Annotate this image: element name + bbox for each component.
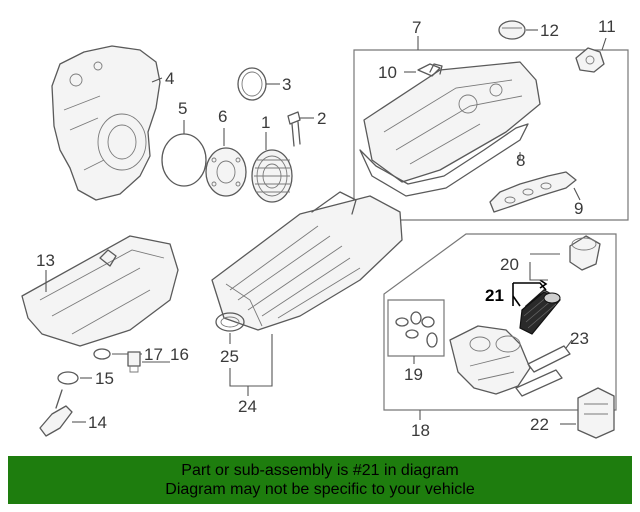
washer-17-part[interactable] <box>93 348 111 360</box>
callout-10: 10 <box>378 63 397 82</box>
spark-plug-seal-part[interactable] <box>489 171 577 213</box>
callout-23: 23 <box>570 329 589 348</box>
seal-kit-part[interactable] <box>395 311 438 348</box>
callout-2: 2 <box>317 109 326 128</box>
callout-24: 24 <box>238 397 257 416</box>
group-box-19 <box>387 299 445 357</box>
callout-5: 5 <box>178 99 187 118</box>
sensor-11-part[interactable] <box>575 47 605 73</box>
intake-manifold-part[interactable] <box>211 191 403 331</box>
manifold-seal-part[interactable] <box>215 312 245 332</box>
callout-25: 25 <box>220 347 239 366</box>
callout-22: 22 <box>530 415 549 434</box>
oil-pan-part[interactable] <box>21 235 179 347</box>
callout-11: 11 <box>598 17 616 36</box>
drain-plug-part[interactable] <box>127 351 141 373</box>
ring-15-part[interactable] <box>57 371 79 385</box>
oil-sensor-part[interactable] <box>39 389 73 437</box>
callout-4: 4 <box>165 69 174 88</box>
group-box-7 <box>353 49 629 221</box>
callout-17: 17 <box>144 345 163 364</box>
filter-housing-part[interactable] <box>449 325 531 395</box>
info-banner: Part or sub-assembly is #21 in diagram D… <box>8 456 632 504</box>
timing-cover-part[interactable] <box>51 45 161 201</box>
callout-8: 8 <box>516 151 525 170</box>
callout-20: 20 <box>500 255 519 274</box>
callout-9: 9 <box>574 199 583 218</box>
callout-14: 14 <box>88 413 107 432</box>
pulley-part[interactable] <box>251 149 293 203</box>
callout-1: 1 <box>261 113 270 132</box>
o-ring-part[interactable] <box>161 133 207 187</box>
seal-10-part[interactable] <box>417 63 441 77</box>
hub-part[interactable] <box>205 147 247 197</box>
gasket-23-part[interactable] <box>515 345 571 397</box>
callout-12: 12 <box>540 21 559 40</box>
seal-ring-part[interactable] <box>237 67 267 101</box>
banner-line-1: Part or sub-assembly is #21 in diagram <box>181 462 459 479</box>
banner-line-2: Diagram may not be specific to your vehi… <box>165 481 475 498</box>
parts-diagram: 4 5 6 1 2 3 7 <box>21 17 629 440</box>
oil-filter-element-part[interactable] <box>519 289 561 335</box>
callout-3: 3 <box>282 75 291 94</box>
callout-7: 7 <box>412 18 421 37</box>
valve-cover-gasket-part[interactable] <box>359 123 529 197</box>
valve-cover-part[interactable] <box>363 61 541 183</box>
filter-cap-part[interactable] <box>569 235 601 271</box>
group-box-18 <box>383 233 617 411</box>
callout-13: 13 <box>36 251 55 270</box>
callout-16: 16 <box>170 345 189 364</box>
bolt-part[interactable] <box>287 111 301 147</box>
callout-21: 21 <box>485 286 504 305</box>
callout-18: 18 <box>411 421 430 440</box>
cover-22-part[interactable] <box>577 387 615 439</box>
callout-15: 15 <box>95 369 114 388</box>
callout-6: 6 <box>218 107 227 126</box>
filler-cap-part[interactable] <box>498 20 526 40</box>
callout-19: 19 <box>404 365 423 384</box>
